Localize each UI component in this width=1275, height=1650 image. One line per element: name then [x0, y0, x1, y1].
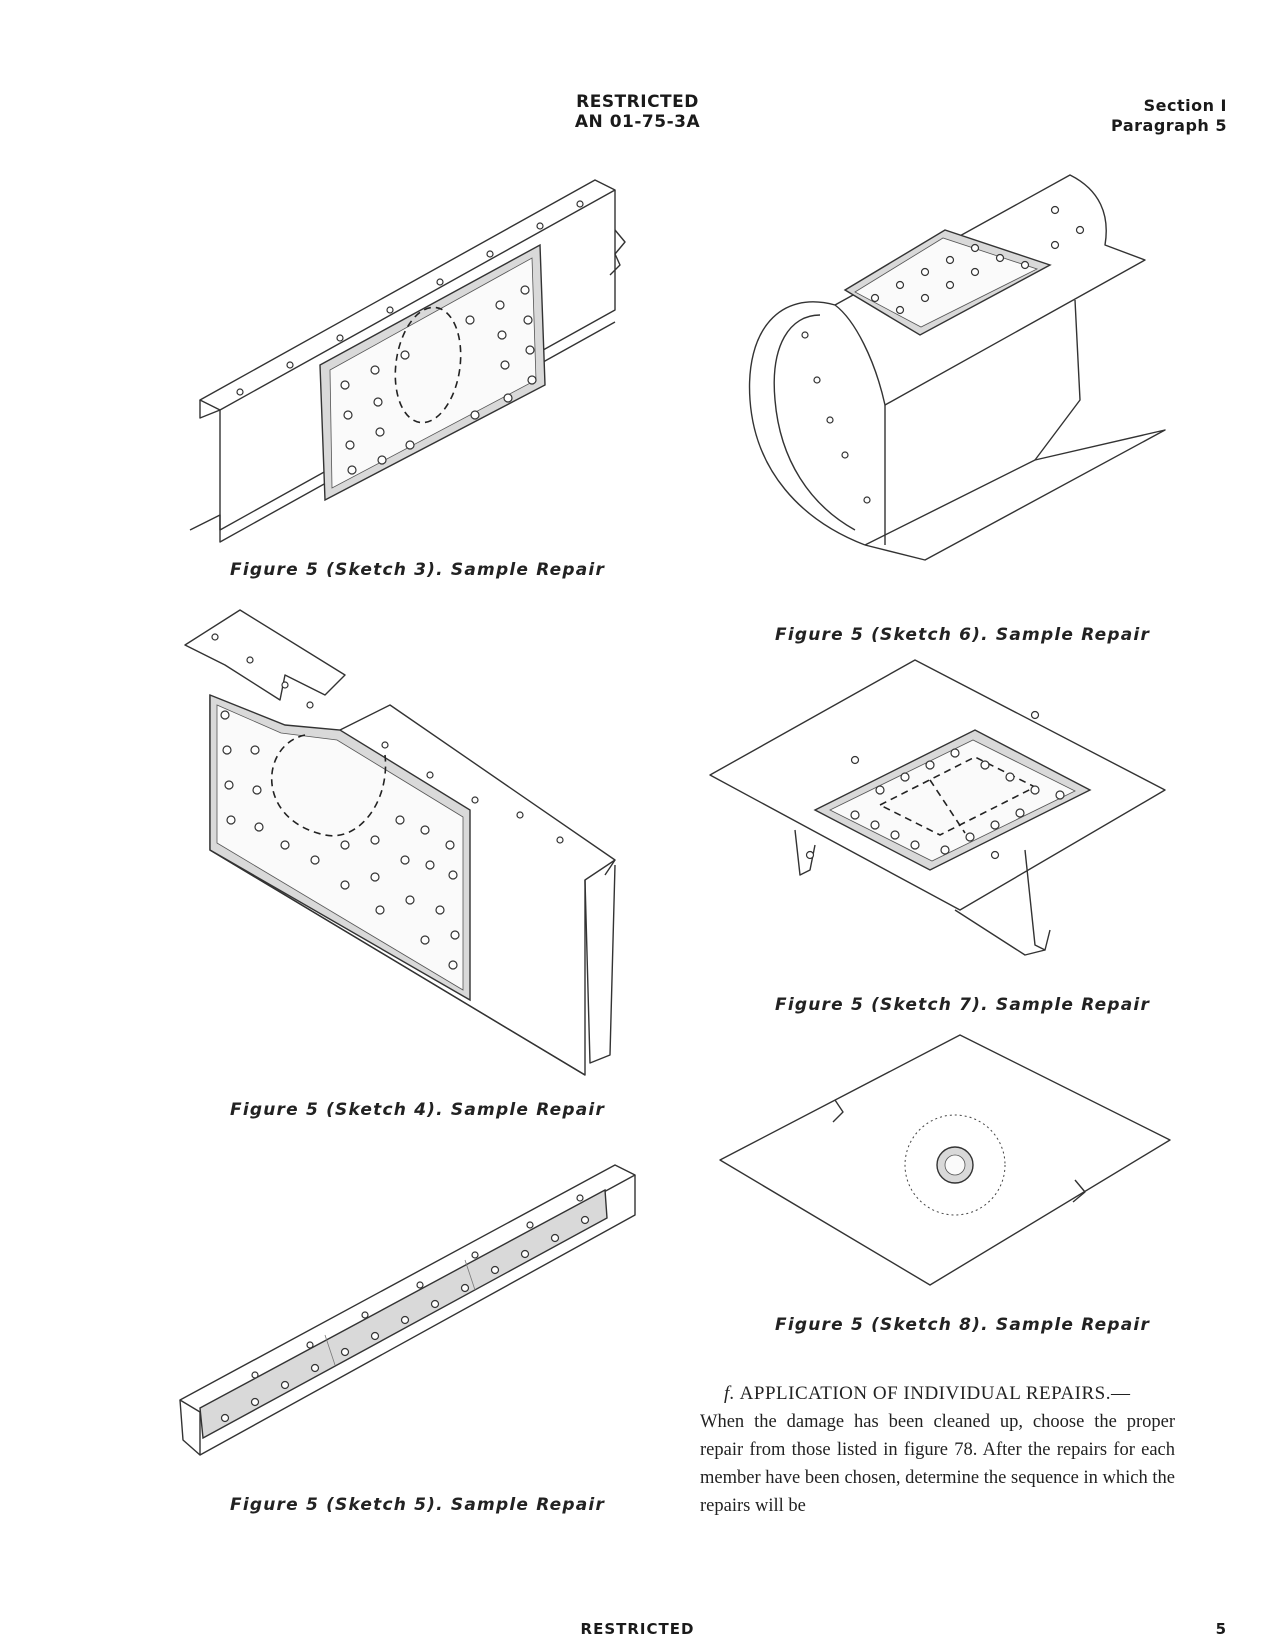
rivet-holes: [236, 200, 584, 475]
rivet-holes: [211, 633, 564, 970]
rivet-holes: [801, 205, 1085, 504]
sketch-5-angle-strip-repair: [179, 1164, 636, 1456]
header-classification-block: RESTRICTED AN 01-75-3A: [0, 92, 1275, 132]
figure-caption-sketch-3: Figure 5 (Sketch 3). Sample Repair: [230, 560, 606, 580]
sketch-8-circular-patch-repair: [719, 1034, 1171, 1286]
paragraph-f: f. APPLICATION OF INDIVIDUAL REPAIRS.— W…: [700, 1380, 1175, 1520]
paragraph-label: Paragraph 5: [1111, 116, 1227, 135]
section-label: Section I: [1143, 96, 1227, 115]
figure-caption-sketch-6: Figure 5 (Sketch 6). Sample Repair: [775, 625, 1151, 645]
paragraph-heading: APPLICATION OF INDIVIDUAL REPAIRS.—: [739, 1383, 1131, 1404]
paragraph-body: When the damage has been cleaned up, cho…: [700, 1412, 1175, 1516]
figure-caption-sketch-8: Figure 5 (Sketch 8). Sample Repair: [775, 1315, 1151, 1335]
figure-caption-sketch-5: Figure 5 (Sketch 5). Sample Repair: [230, 1495, 606, 1515]
figure-caption-sketch-7: Figure 5 (Sketch 7). Sample Repair: [775, 995, 1151, 1015]
sketch-7-skin-doubler-repair: [709, 659, 1166, 956]
figure-caption-sketch-4: Figure 5 (Sketch 4). Sample Repair: [230, 1100, 606, 1120]
page-number: 5: [1215, 1620, 1227, 1638]
paragraph-marker: f.: [724, 1383, 736, 1404]
header-classification: RESTRICTED: [576, 92, 699, 112]
footer-classification: RESTRICTED: [580, 1620, 695, 1638]
section-reference: Section I Paragraph 5: [1111, 96, 1227, 136]
sketch-3-channel-repair: [189, 179, 626, 543]
document-number: AN 01-75-3A: [574, 112, 701, 132]
rivet-holes: [805, 710, 1065, 860]
sketch-4-cutout-repair: [184, 609, 616, 1076]
sketch-6-curved-skin-repair: [748, 174, 1166, 561]
rivet-holes: [220, 1194, 590, 1423]
